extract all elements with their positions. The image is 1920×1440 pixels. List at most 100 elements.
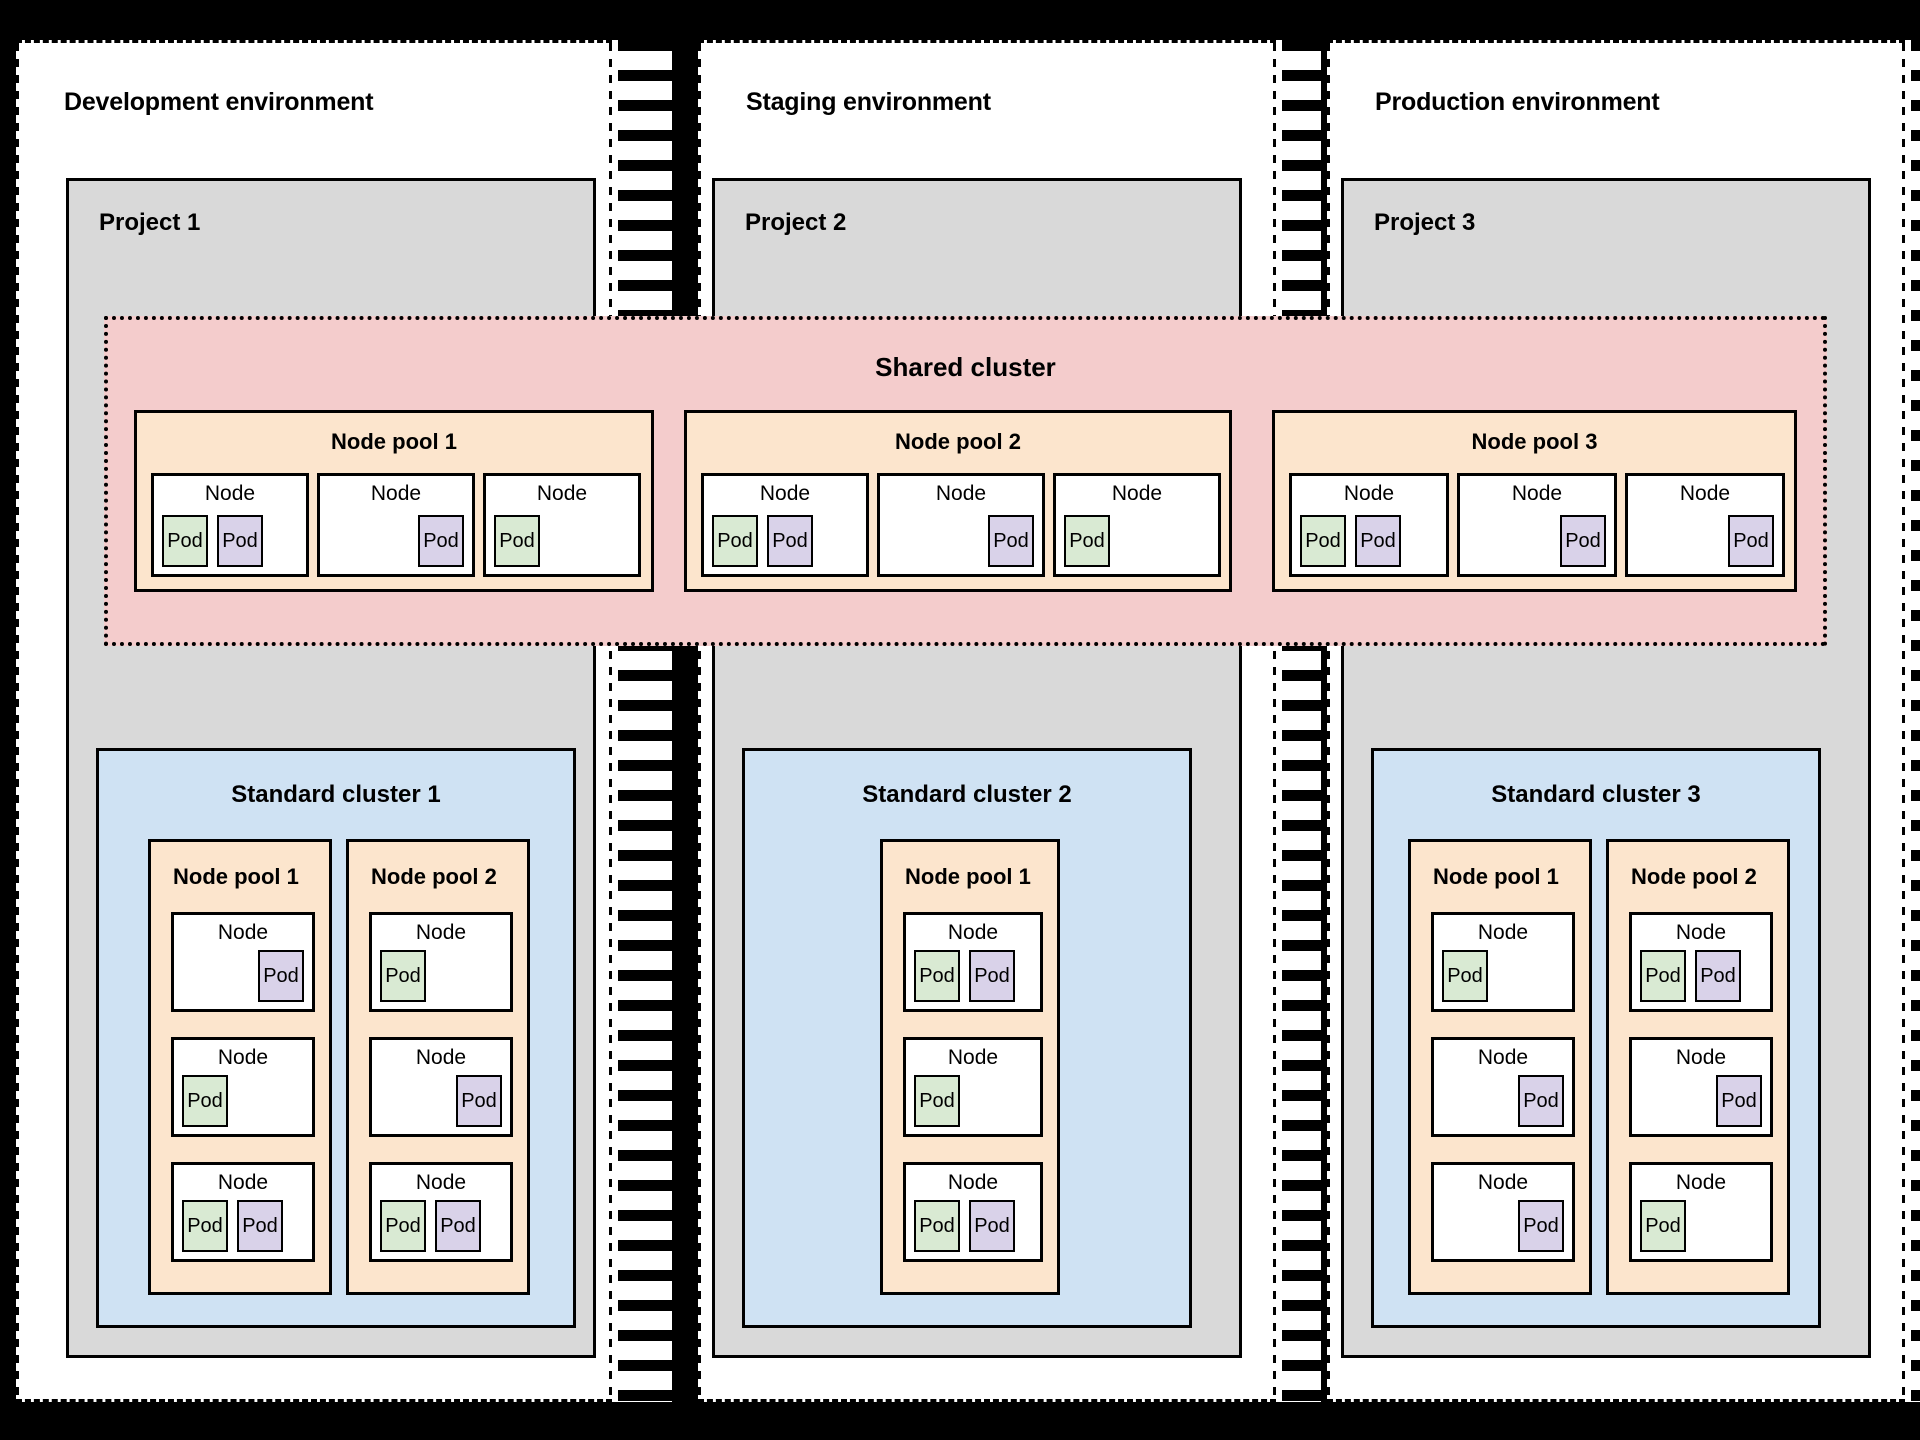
pod-box: Pod bbox=[1560, 515, 1606, 567]
ladder-separator-1 bbox=[612, 40, 672, 1402]
pod-box: Pod bbox=[914, 950, 960, 1002]
pod-box: Pod bbox=[1442, 950, 1488, 1002]
pod-box: Pod bbox=[988, 515, 1034, 567]
pod-box: Pod bbox=[712, 515, 758, 567]
environment-left-border bbox=[698, 43, 701, 1399]
pod-box: Pod bbox=[237, 1200, 283, 1252]
pod-list: Pod bbox=[1640, 1200, 1762, 1252]
ladder-rungs bbox=[618, 40, 670, 1402]
node-label: Node bbox=[1675, 1046, 1727, 1069]
pod-list: Pod bbox=[494, 515, 630, 567]
node-pool-title: Node pool 2 bbox=[371, 864, 497, 889]
pod-list: Pod bbox=[1442, 1075, 1564, 1127]
pod-list: Pod bbox=[328, 515, 464, 567]
node-label: Node bbox=[947, 921, 999, 944]
environment-title: Production environment bbox=[1375, 88, 1660, 116]
pod-list: Pod bbox=[1636, 515, 1774, 567]
ladder-rail bbox=[1314, 40, 1321, 1402]
node-label: Node bbox=[1679, 482, 1731, 505]
pod-box: Pod bbox=[494, 515, 540, 567]
environment-title: Development environment bbox=[64, 88, 374, 116]
node-pool-title: Node pool 3 bbox=[1471, 429, 1598, 454]
pod-box: Pod bbox=[969, 1200, 1015, 1252]
node-label: Node bbox=[217, 1046, 269, 1069]
pod-box: Pod bbox=[1728, 515, 1774, 567]
pod-box: Pod bbox=[217, 515, 263, 567]
pod-list: Pod bbox=[182, 950, 304, 1002]
node-label: Node bbox=[217, 1171, 269, 1194]
pod-box: Pod bbox=[418, 515, 464, 567]
environment-right-border bbox=[1902, 43, 1905, 1399]
node-pool-title: Node pool 1 bbox=[173, 864, 299, 889]
node-label: Node bbox=[1477, 1171, 1529, 1194]
node-label: Node bbox=[370, 482, 422, 505]
node-label: Node bbox=[759, 482, 811, 505]
node-label: Node bbox=[415, 1171, 467, 1194]
ladder-separator-3 bbox=[1905, 40, 1920, 1402]
pod-box: Pod bbox=[1064, 515, 1110, 567]
environment-left-border bbox=[16, 43, 19, 1399]
node-label: Node bbox=[947, 1046, 999, 1069]
pod-box: Pod bbox=[1640, 1200, 1686, 1252]
pod-box: Pod bbox=[258, 950, 304, 1002]
ladder-rail bbox=[665, 40, 672, 1402]
pod-box: Pod bbox=[1518, 1200, 1564, 1252]
node-label: Node bbox=[1343, 482, 1395, 505]
pod-box: Pod bbox=[767, 515, 813, 567]
pod-box: Pod bbox=[380, 1200, 426, 1252]
pod-list: Pod bbox=[1640, 1075, 1762, 1127]
node-pool-title: Node pool 1 bbox=[1433, 864, 1559, 889]
pod-box: Pod bbox=[456, 1075, 502, 1127]
ladder-rail bbox=[1913, 40, 1920, 1402]
pod-box: Pod bbox=[1300, 515, 1346, 567]
environment-left-border bbox=[1327, 43, 1330, 1399]
node-pool-title: Node pool 1 bbox=[331, 429, 457, 454]
environment-right-border bbox=[1273, 43, 1276, 1399]
project-title: Project 2 bbox=[745, 209, 847, 236]
node-pool-title: Node pool 2 bbox=[1631, 864, 1757, 889]
pod-list: Pod bbox=[914, 1075, 1032, 1127]
node-label: Node bbox=[1675, 921, 1727, 944]
node-label: Node bbox=[947, 1171, 999, 1194]
pod-list: Pod bbox=[1442, 950, 1564, 1002]
pod-list: Pod bbox=[888, 515, 1034, 567]
project-title: Project 3 bbox=[1374, 209, 1476, 236]
node-label: Node bbox=[217, 921, 269, 944]
pod-list: Pod bbox=[380, 950, 502, 1002]
node-label: Node bbox=[204, 482, 256, 505]
